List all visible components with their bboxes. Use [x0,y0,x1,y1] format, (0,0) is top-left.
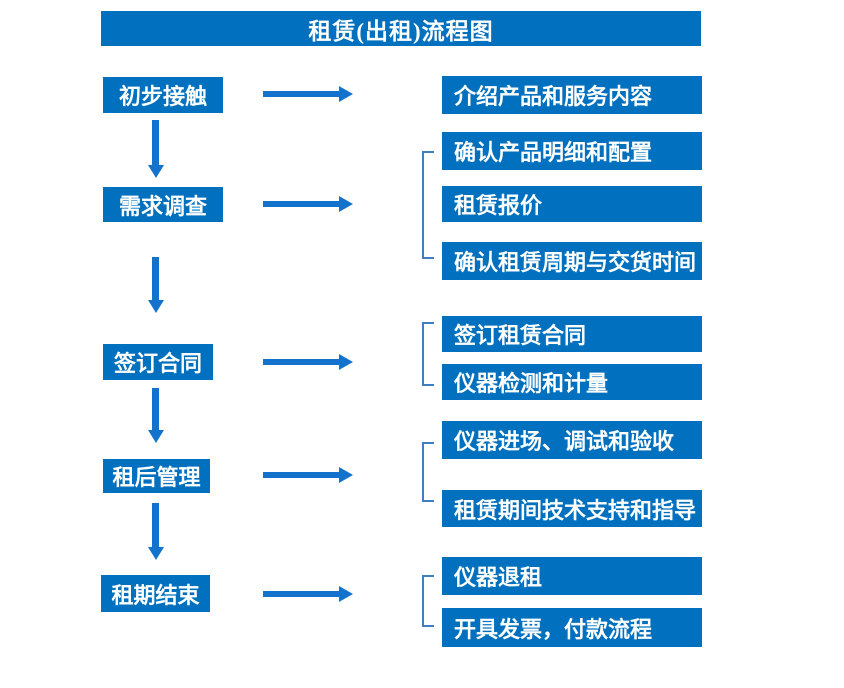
arrow-right-icon [263,467,353,483]
arrow-right-icon [263,196,353,212]
arrow-right-icon [263,586,353,602]
arrow-down-icon [148,388,164,443]
detail-box-instrument-setup-acceptance: 仪器进场、调试和验收 [442,421,702,459]
arrow-down-icon [148,257,164,313]
detail-box-technical-support: 租赁期间技术支持和指导 [442,490,702,527]
flowchart-title: 租赁(出租)流程图 [101,11,701,46]
step-box-post-rental-management: 租后管理 [103,459,210,493]
step-box-demand-survey: 需求调查 [103,187,223,222]
bracket-group-demand-survey [422,151,434,259]
detail-box-sign-rental-contract: 签订租赁合同 [442,316,702,352]
step-box-sign-contract: 签订合同 [103,344,213,380]
step-box-rental-end: 租期结束 [101,575,210,612]
detail-box-instrument-return: 仪器退租 [442,557,702,595]
bracket-group-rental-end [422,575,434,627]
detail-box-invoice-payment: 开具发票，付款流程 [442,608,702,647]
arrow-down-icon [148,503,164,560]
detail-box-confirm-product-config: 确认产品明细和配置 [442,132,702,170]
bracket-group-sign-contract [422,322,434,386]
detail-box-confirm-period-delivery: 确认租赁周期与交货时间 [442,242,702,280]
detail-box-rental-quote: 租赁报价 [442,186,702,222]
detail-box-introduce-products: 介绍产品和服务内容 [442,76,702,114]
step-box-initial-contact: 初步接触 [103,77,223,113]
arrow-right-icon [263,86,353,102]
arrow-right-icon [263,354,353,370]
arrow-down-icon [148,120,164,178]
detail-box-instrument-inspection: 仪器检测和计量 [442,364,702,400]
bracket-group-post-rental [422,442,434,502]
